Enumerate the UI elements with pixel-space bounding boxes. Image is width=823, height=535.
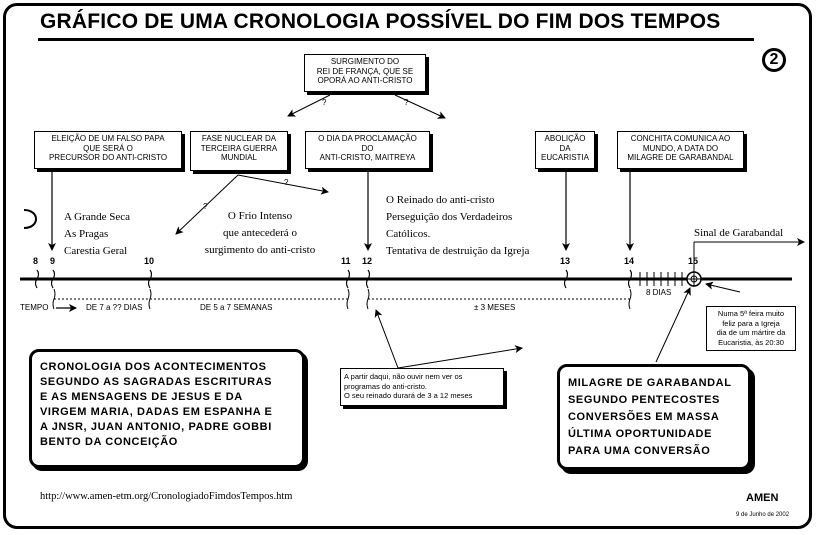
note-quinta-feira: Numa 5ª feira muito feliz para a Igreja … xyxy=(706,306,796,351)
panel-line: CONVERSÕES EM MASSA xyxy=(568,411,720,423)
box-line: O DIA DA PROCLAMAÇÃO xyxy=(318,134,417,143)
question-mark: ? xyxy=(404,98,409,107)
tick-label: 12 xyxy=(362,256,373,266)
text-line: O Frio Intenso xyxy=(227,210,293,222)
note-line: feliz para a Igreja xyxy=(722,318,780,328)
text-line: Católicos. xyxy=(386,228,431,240)
panel-line: BENTO DA CONCEIÇÃO xyxy=(40,436,178,448)
panel-line: E AS MENSAGENS DE JESUS E DA xyxy=(40,391,243,403)
box-line: PRECURSOR DO ANTI-CRISTO xyxy=(48,153,168,162)
text-grande-seca: A Grande Seca As Pragas Carestia Geral xyxy=(64,209,130,260)
box-line: ABOLIÇÃO xyxy=(544,134,586,143)
label-span-semanas: DE 5 a 7 SEMANAS xyxy=(200,303,273,312)
label-tempo: TEMPO xyxy=(20,303,49,312)
tick-label: 13 xyxy=(560,256,571,266)
box-line: OPORÁ AO ANTI-CRISTO xyxy=(317,76,413,85)
footer-url[interactable]: http://www.amen-etm.org/CronologiadoFimd… xyxy=(40,491,293,502)
tick-marks xyxy=(34,269,633,289)
panel-line: A JNSR, JUAN ANTONIO, PADRE GOBBI xyxy=(40,421,272,433)
box-line: TERCEIRA GUERRA xyxy=(200,143,278,153)
arrow-top-right xyxy=(394,94,446,119)
box-rei-de-franca: SURGIMENTO DO REI DE FRANÇA, QUE SE OPOR… xyxy=(304,54,426,92)
panel-line: CRONOLOGIA DOS ACONTECIMENTOS xyxy=(40,361,267,373)
box-line: ANTI-CRISTO, MAITREYA xyxy=(319,153,416,162)
box-falso-papa: ELEIÇÃO DE UM FALSO PAPA QUE SERÁ O PREC… xyxy=(34,131,182,169)
panel-line: SEGUNDO AS SAGRADAS ESCRITURAS xyxy=(40,376,273,388)
tick-label: 10 xyxy=(144,256,155,266)
text-line: O Reinado do anti-cristo xyxy=(386,194,495,206)
box-line: CONCHITA COMUNICA AO xyxy=(630,134,731,143)
text-line: Carestia Geral xyxy=(64,245,128,257)
note-line: programas do anti-cristo. xyxy=(344,381,427,391)
arrow-note-up xyxy=(374,309,399,369)
text-line: surgimento do anti-cristo xyxy=(204,244,316,256)
box-line: FASE NUCLEAR DA xyxy=(201,134,277,143)
text-sinal-garabandal: Sinal de Garabandal xyxy=(694,227,784,239)
panel-milagre: MILAGRE DE GARABANDAL SEGUNDO PENTECOSTE… xyxy=(557,364,751,470)
arrow-nuclear-right xyxy=(237,174,329,195)
label-span-meses: ± 3 MESES xyxy=(474,303,516,312)
text-line: A Grande Seca xyxy=(64,211,130,223)
box-line: DA xyxy=(559,143,571,153)
tick-label: 14 xyxy=(624,256,635,266)
title-underline xyxy=(38,38,754,41)
text-frio-intenso: O Frio Intenso que antecederá o surgimen… xyxy=(190,208,330,259)
left-bracket xyxy=(23,209,37,229)
box-line: SURGIMENTO DO xyxy=(330,57,400,66)
box-line: MILAGRE DE GARABANDAL xyxy=(627,153,734,162)
question-mark: ? xyxy=(322,98,327,107)
box-line: QUE SERÁ O xyxy=(83,143,133,153)
note-line: Eucaristia, às 20:30 xyxy=(718,337,784,347)
box-proclamacao: O DIA DA PROCLAMAÇÃO DO ANTI-CRISTO, MAI… xyxy=(305,131,430,169)
page-number-badge: 2 xyxy=(762,48,786,72)
box-conchita: CONCHITA COMUNICA AO MUNDO, A DATA DO MI… xyxy=(617,131,744,169)
tick-label: 11 xyxy=(341,256,351,266)
question-mark: ? xyxy=(284,178,289,187)
box-line: MUNDO, A DATA DO xyxy=(642,143,719,153)
arrow-milagre xyxy=(655,287,691,363)
box-abolicao: ABOLIÇÃO DA EUCARISTIA xyxy=(535,131,595,169)
box-line: MUNDIAL xyxy=(220,153,257,162)
panel-line: SEGUNDO PENTECOSTES xyxy=(568,394,720,406)
tick-label: 8 xyxy=(33,256,39,266)
note-line: dia de um mártire da xyxy=(716,328,786,337)
box-line: ELEIÇÃO DE UM FALSO PAPA xyxy=(51,134,165,143)
box-fase-nuclear: FASE NUCLEAR DA TERCEIRA GUERRA MUNDIAL xyxy=(190,131,288,171)
arrow-top-left xyxy=(287,94,331,117)
text-line: que antecederá o xyxy=(223,227,297,239)
text-line: As Pragas xyxy=(64,228,109,240)
arrow-quinta xyxy=(705,281,741,293)
box-line: EUCARISTIA xyxy=(540,153,589,162)
note-line: O seu reinado durará de 3 a 12 meses xyxy=(344,391,473,400)
text-reinado: O Reinado do anti-cristo Perseguição dos… xyxy=(386,192,529,260)
panel-cronologia: CRONOLOGIA DOS ACONTECIMENTOS SEGUNDO AS… xyxy=(29,349,305,468)
label-span-dias: DE 7 a ?? DIAS xyxy=(86,303,143,312)
panel-line: PARA UMA CONVERSÃO xyxy=(568,445,711,457)
panel-line: VIRGEM MARIA, DADAS EM ESPANHA E xyxy=(40,406,273,418)
box-line: REI DE FRANÇA, QUE SE xyxy=(316,66,414,76)
question-mark: ? xyxy=(203,202,208,211)
diagram-frame xyxy=(3,3,812,529)
day-ticks xyxy=(639,272,683,286)
arrow-nuclear-down xyxy=(175,174,239,235)
arrow-note-right xyxy=(397,345,523,369)
text-line: Perseguição dos Verdadeiros xyxy=(386,211,513,223)
tick-label: 9 xyxy=(50,256,56,266)
panel-line: MILAGRE DE GARABANDAL xyxy=(568,377,732,389)
footer-date: 9 de Junho de 2002 xyxy=(736,512,790,518)
span-brackets xyxy=(52,288,632,310)
brand-amen: AMEN xyxy=(746,492,779,504)
note-line: A partir daqui, não ouvir nem ver os xyxy=(344,372,463,381)
tick-label: 15 xyxy=(688,256,699,266)
text-line: Tentativa de destruição da Igreja xyxy=(386,245,530,257)
note-anticristo: A partir daqui, não ouvir nem ver os pro… xyxy=(340,368,504,406)
box-line: DO xyxy=(361,143,374,153)
note-line: Numa 5ª feira muito xyxy=(717,309,785,318)
label-8-dias: 8 DIAS xyxy=(646,288,672,297)
page-title: GRÁFICO DE UMA CRONOLOGIA POSSÍVEL DO FI… xyxy=(40,10,721,33)
panel-line: ÚLTIMA OPORTUNIDADE xyxy=(568,428,713,440)
